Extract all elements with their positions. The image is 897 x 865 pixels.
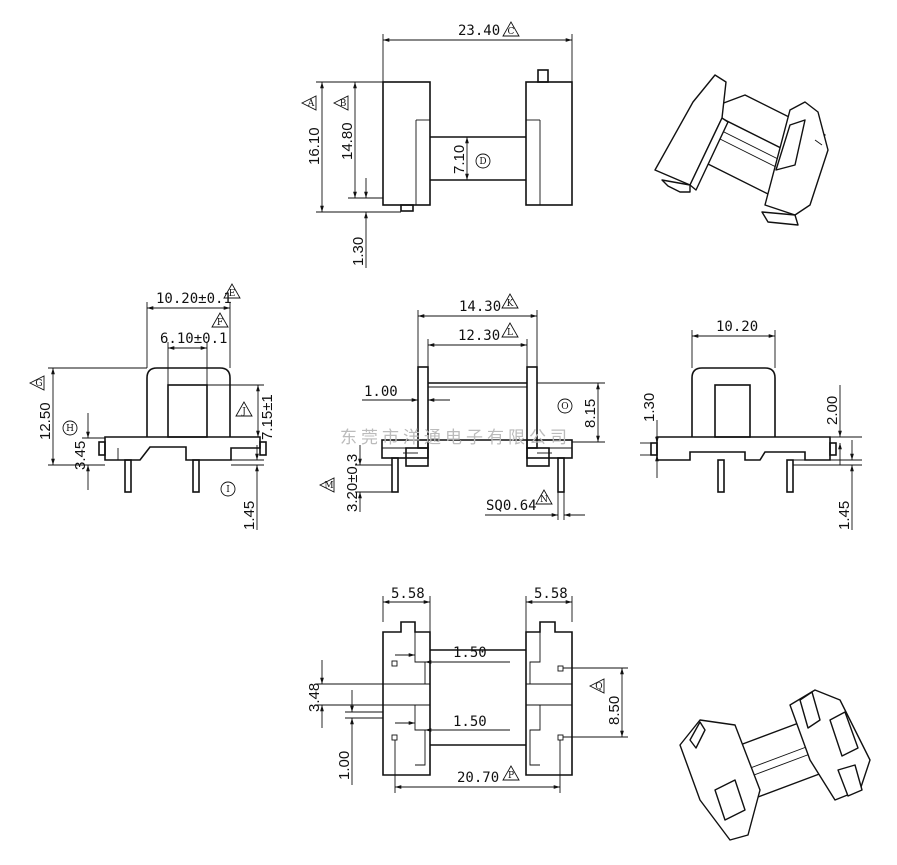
dim-right-right: 2.00 [824,396,841,425]
dim-window: 6.10±0.1 [160,331,227,347]
mark-o: O [557,398,573,414]
svg-text:B: B [340,99,347,109]
dim-slot-top: 1.50 [453,645,487,661]
svg-text:I: I [226,485,230,495]
dim-window-h: 7.15±1 [259,394,276,440]
dim-left-w: 5.58 [391,586,425,602]
mark-q: Q [588,678,605,694]
iso-view-top [654,74,829,226]
mark-l: L [501,322,519,338]
svg-text:J: J [241,407,246,417]
svg-text:M: M [324,481,333,491]
svg-text:F: F [217,318,223,328]
svg-text:G: G [35,379,42,389]
svg-text:A: A [307,99,315,109]
dim-gap: 3.48 [306,683,323,712]
dim-pin-span: 8.50 [606,696,623,725]
svg-text:E: E [229,289,236,299]
dim-pin-right: 1.45 [836,501,853,530]
bottom-view: 5.58 5.58 1.50 1.50 3.48 1.00 20.70 P 8.… [306,586,628,793]
dim-pin-len: 3.20±0.3 [344,454,361,512]
mark-k: K [501,293,519,309]
mark-c: C [502,21,520,37]
dim-flange: 14.80 [339,122,356,160]
dim-length: 23.40 [458,23,500,39]
mark-n: N [535,489,553,505]
dim-base: 3.45 [72,441,89,470]
mark-f: F [211,312,229,328]
mark-d: D [475,153,491,169]
dim-height-left: 12.50 [37,402,54,440]
dim-wall: 1.00 [364,384,398,400]
mark-e: E [223,283,241,299]
dim-pin-sq: SQ0.64 [486,498,537,514]
dim-offset: 1.30 [350,237,367,266]
svg-text:L: L [507,328,513,338]
mark-j: J [235,401,253,417]
dim-edge: 1.00 [336,751,353,780]
dim-left-right: 1.30 [641,393,658,422]
mark-p: P [502,765,520,781]
mark-a: A [300,95,317,111]
svg-text:D: D [479,157,486,167]
svg-text:P: P [508,771,514,781]
dim-core-h: 8.15 [582,399,599,428]
svg-text:N: N [540,495,548,505]
mark-m: M [318,477,335,493]
svg-text:H: H [66,424,74,434]
mark-i: I [220,481,236,497]
dim-width: 10.20±0.1 [156,291,232,307]
dim-core: 7.10 [451,145,468,174]
front-view: 14.30 K 12.30 L 1.00 8.15 O 3.20±0.3 M S… [318,293,605,520]
watermark: 东莞市洋通电子有限公司 [340,428,571,448]
left-view: 10.20±0.1 E 6.10±0.1 F 12.50 G 3.45 H 7.… [28,283,276,530]
svg-text:C: C [508,27,515,37]
dim-pitch: 20.70 [457,770,499,786]
dim-slot-bot: 1.50 [453,714,487,730]
dim-right-w: 5.58 [534,586,568,602]
right-view: 10.20 1.30 2.00 1.45 [640,319,862,530]
svg-text:K: K [507,299,514,309]
dim-pin: 1.45 [241,501,258,530]
dim-inner: 12.30 [458,328,500,344]
iso-view-bottom [679,689,871,841]
top-view: 23.40 C 16.10 A 14.80 B 7.10 D 1.30 [300,21,573,268]
mark-b: B [332,95,349,111]
dim-outer: 14.30 [459,299,501,315]
dim-width-right: 10.20 [716,319,758,335]
dim-height: 16.10 [306,127,323,165]
mark-h: H [62,420,78,436]
svg-text:O: O [561,402,568,412]
mark-g: G [28,375,45,391]
svg-text:Q: Q [595,682,602,692]
